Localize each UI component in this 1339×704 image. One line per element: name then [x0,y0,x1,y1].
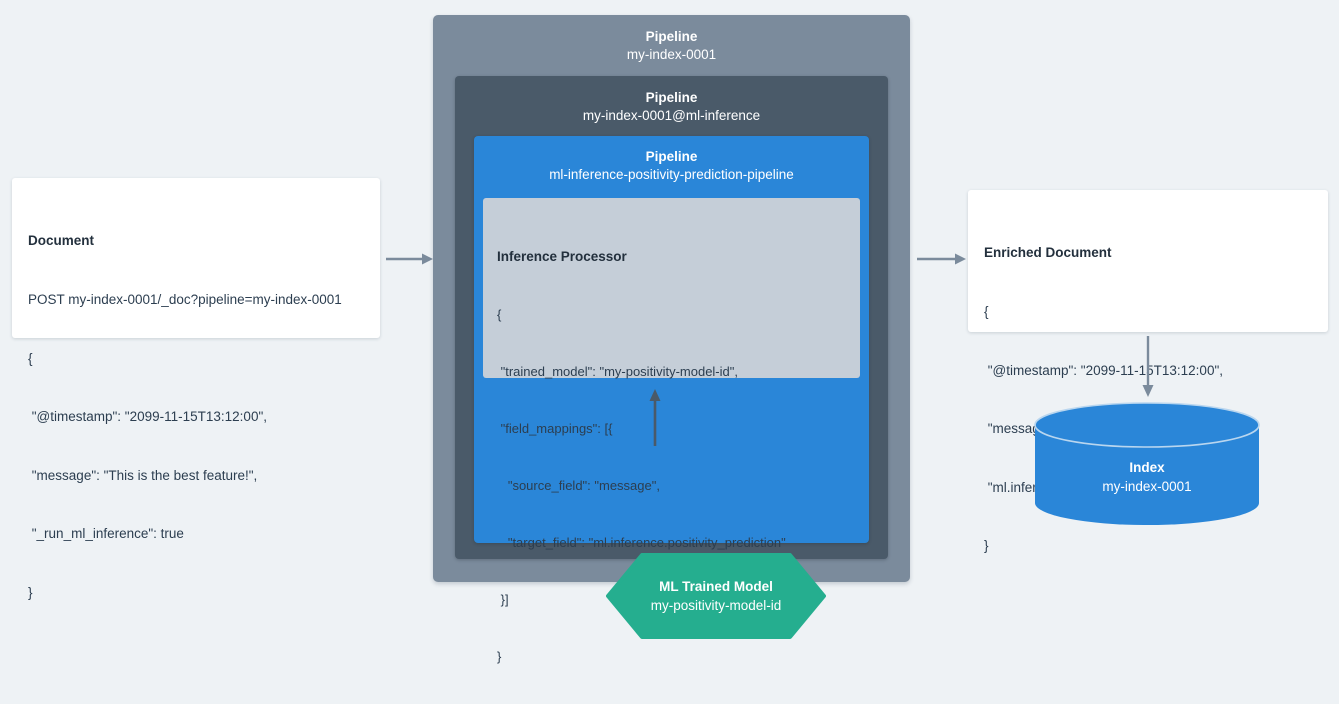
ml-trained-model-node: ML Trained Model my-positivity-model-id [606,553,826,639]
enriched-line-timestamp: "@timestamp": "2099-11-15T13:12:00", [984,362,1223,378]
enriched-line-open-brace: { [984,304,989,319]
pipeline-outer-name: my-index-0001 [626,47,717,62]
document-line-run-ml-inference: "_run_ml_inference": true [28,526,184,541]
pipeline-middle-name: my-index-0001@ml-inference [582,108,761,123]
document-line-open-brace: { [28,350,33,366]
enriched-document-card: Enriched Document { "@timestamp": "2099-… [968,190,1328,553]
pipeline-outer-label: Pipeline [645,29,698,44]
arrow-document-to-pipeline [386,250,434,268]
diagram-canvas: Document POST my-index-0001/_doc?pipelin… [12,15,1328,664]
pipeline-inner-header: Pipeline ml-inference-positivity-predict… [474,136,869,184]
document-line-request: POST my-index-0001/_doc?pipeline=my-inde… [28,292,342,307]
processor-line-field-mappings: "field_mappings": [{ [497,421,613,436]
processor-line-trained-model: "trained_model": "my-positivity-model-id… [497,364,738,379]
document-card-title: Document [28,233,95,248]
arrow-pipeline-to-enriched-document [917,250,967,268]
pipeline-inner-label: Pipeline [645,149,698,164]
pipeline-inner-name: ml-inference-positivity-prediction-pipel… [549,167,794,182]
processor-line-open-brace: { [497,307,502,322]
pipeline-outer-header: Pipeline my-index-0001 [433,15,910,64]
processor-line-target-field: "target_field": "ml.inference.positivity… [497,535,786,550]
processor-line-close-brace: } [497,649,502,664]
enriched-document-title: Enriched Document [984,245,1112,260]
pipeline-middle-header: Pipeline my-index-0001@ml-inference [455,76,888,125]
index-node: Index my-index-0001 [1033,401,1261,527]
pipeline-middle-label: Pipeline [645,90,698,105]
document-line-close-brace: } [28,584,33,600]
document-card: Document POST my-index-0001/_doc?pipelin… [12,178,380,600]
pipeline-middle: Pipeline my-index-0001@ml-inference Pipe… [455,76,888,664]
arrow-model-to-processor [646,388,664,446]
arrow-enriched-document-to-index [1139,336,1157,398]
pipeline-outer: Pipeline my-index-0001 Pipeline my-index… [433,15,910,664]
inference-processor-title: Inference Processor [497,249,627,264]
inference-processor-panel: Inference Processor { "trained_model": "… [483,198,860,664]
enriched-line-close-brace: } [984,538,989,553]
document-line-message: "message": "This is the best feature!", [28,467,258,483]
processor-line-source-field: "source_field": "message", [497,478,660,493]
pipeline-inner: Pipeline ml-inference-positivity-predict… [474,136,869,664]
document-line-timestamp: "@timestamp": "2099-11-15T13:12:00", [28,409,267,424]
